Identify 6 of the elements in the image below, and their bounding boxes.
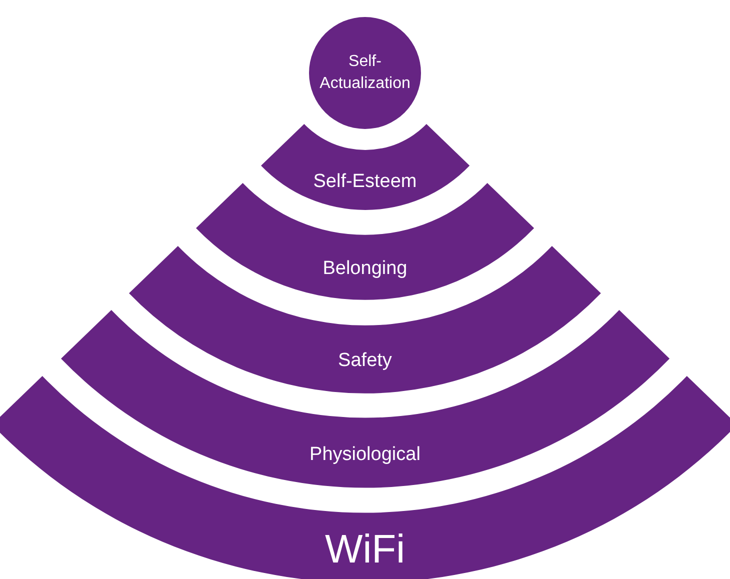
band-label: Belonging — [322, 258, 408, 280]
band-label: Physiological — [310, 444, 420, 466]
band-label: Safety — [338, 350, 392, 372]
node-label: Self- Actualization — [318, 52, 412, 94]
band-label: Self-Esteem — [313, 170, 417, 193]
band-label: WiFi — [325, 527, 405, 572]
